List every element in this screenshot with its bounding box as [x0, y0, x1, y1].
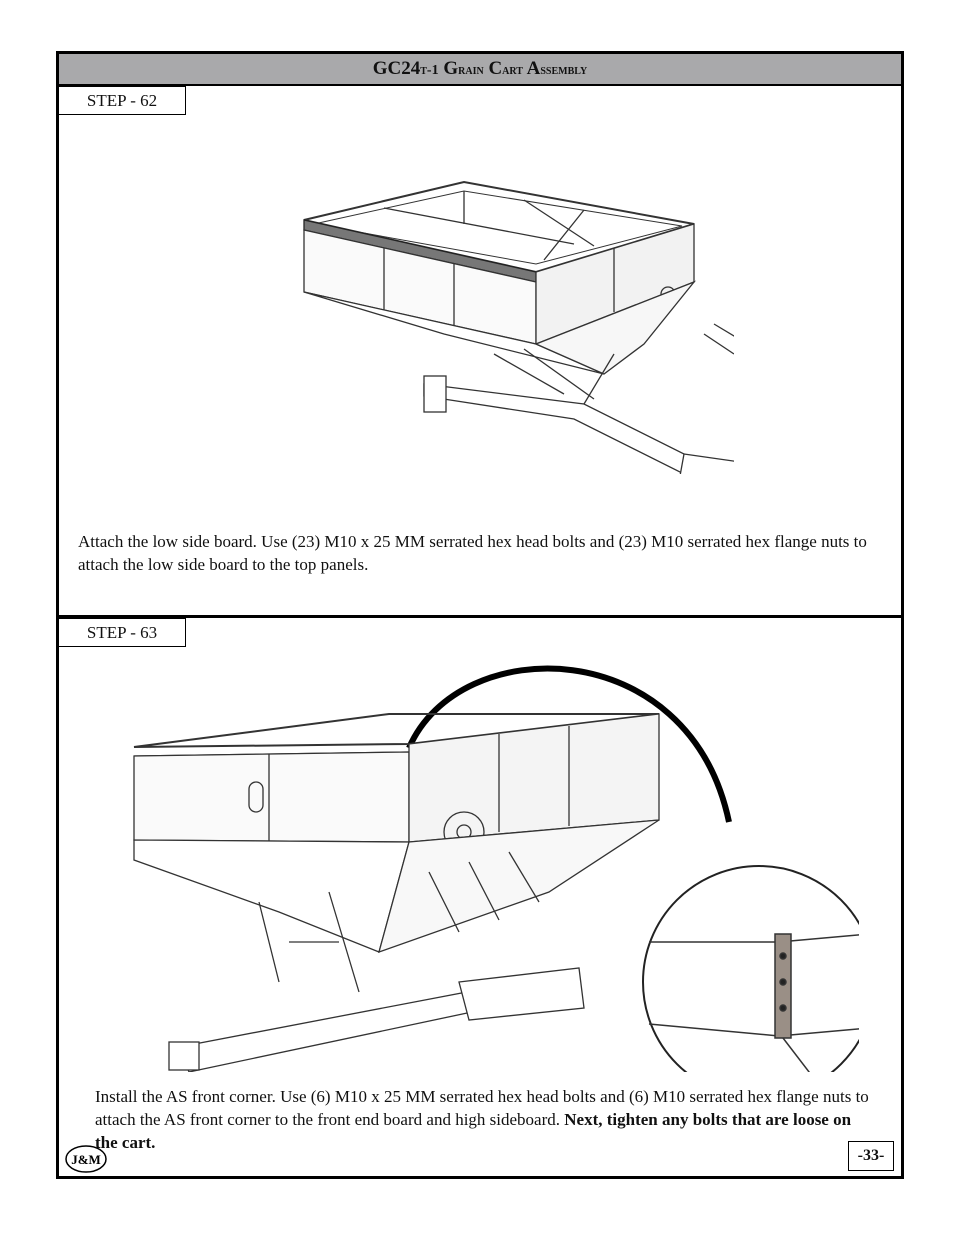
grain-cart-low-side-board-illustration: [303, 180, 734, 474]
section-divider: [59, 615, 901, 618]
grain-cart-front-corner-illustration: [133, 665, 859, 1072]
svg-text:J&M: J&M: [71, 1152, 101, 1167]
step-63-instructions: Install the AS front corner. Use (6) M10…: [95, 1087, 869, 1152]
page-header: GC24t-1 Grain Cart Assembly: [59, 54, 901, 86]
header-model: GC24: [372, 58, 421, 79]
jm-logo: J&M: [65, 1145, 107, 1173]
step-63-label: STEP - 63: [59, 618, 186, 647]
step-62-instructions: Attach the low side board. Use (23) M10 …: [78, 532, 867, 574]
header-model-suffix: t-1: [420, 63, 439, 78]
page-number: -33-: [848, 1141, 894, 1171]
page-frame: GC24t-1 Grain Cart Assembly STEP - 62: [56, 51, 904, 1179]
step-62-label: STEP - 62: [59, 86, 186, 115]
step-63-emphasis: Next, tighten any bolts that are loose o…: [95, 1110, 852, 1152]
